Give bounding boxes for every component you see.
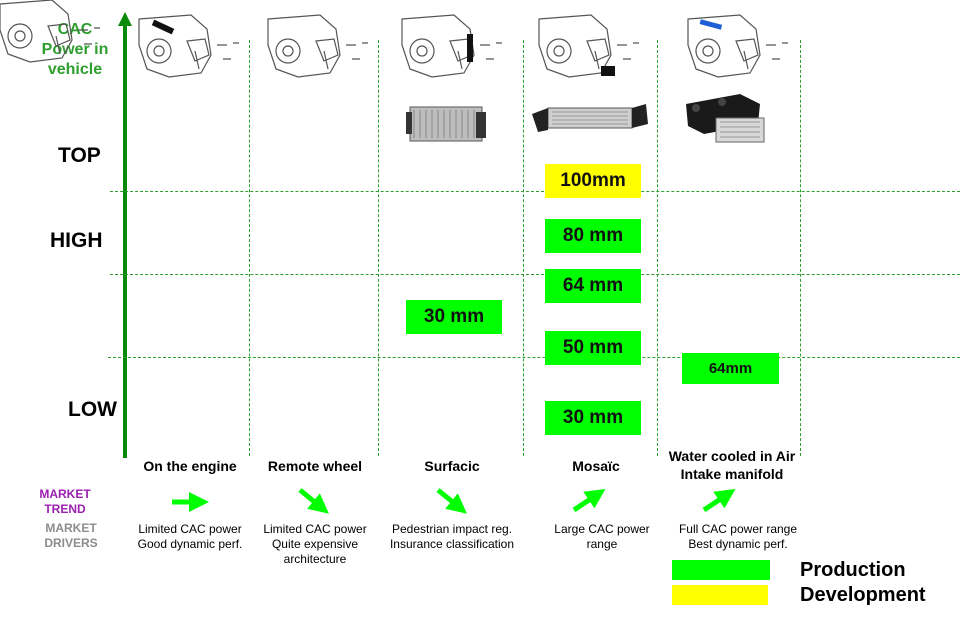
legend-label-production: Production bbox=[800, 559, 906, 581]
driver-line: Pedestrian impact reg. bbox=[391, 522, 513, 536]
driver-line: Full CAC power range bbox=[678, 522, 798, 536]
driver-line: Large CAC power bbox=[554, 522, 650, 536]
category-label-water-cooled: Water cooled in Air Intake manifold bbox=[652, 447, 812, 483]
drivers-water-cooled: Full CAC power range Best dynamic perf. bbox=[664, 522, 812, 552]
level-divider bbox=[110, 191, 960, 192]
trend-arrow-up-icon bbox=[702, 489, 736, 513]
market-trend-label: MARKET TREND bbox=[30, 487, 100, 517]
driver-line: range bbox=[586, 537, 618, 551]
driver-line: Limited CAC power bbox=[263, 522, 367, 536]
driver-line: Quite expensive bbox=[271, 537, 359, 551]
category-label-line: Intake manifold bbox=[680, 466, 784, 482]
dimension-box-mosaic-64mm: 64 mm bbox=[545, 269, 641, 303]
category-label-remote-wheel: Remote wheel bbox=[267, 458, 363, 474]
level-high: HIGH bbox=[50, 229, 103, 252]
trend-arrow-up-icon bbox=[572, 489, 606, 513]
y-axis-title-line: vehicle bbox=[47, 61, 103, 78]
column-divider bbox=[800, 40, 801, 456]
dimension-box-mosaic-50mm: 50 mm bbox=[545, 331, 641, 365]
surfacic-cooler-icon bbox=[406, 106, 486, 142]
category-label-line: Water cooled in Air bbox=[668, 448, 796, 464]
level-divider bbox=[108, 357, 960, 358]
column-divider bbox=[523, 40, 524, 456]
dimension-box-manifold-64mm: 64mm bbox=[682, 353, 779, 384]
driver-line: architecture bbox=[283, 552, 347, 566]
drivers-on-engine: Limited CAC power Good dynamic perf. bbox=[128, 522, 252, 552]
legend-label-development: Development bbox=[800, 584, 926, 606]
column-divider bbox=[657, 40, 658, 456]
column-divider bbox=[249, 40, 250, 456]
driver-line: Good dynamic perf. bbox=[137, 537, 243, 551]
mosaic-cooler-icon bbox=[532, 104, 648, 132]
market-drivers-label-line: DRIVERS bbox=[44, 536, 98, 550]
driver-line: Limited CAC power bbox=[138, 522, 242, 536]
drivers-mosaic: Large CAC power range bbox=[540, 522, 664, 552]
market-drivers-label-line: MARKET bbox=[45, 521, 97, 535]
dimension-box-mosaic-100mm: 100mm bbox=[545, 164, 641, 198]
column-divider bbox=[378, 40, 379, 456]
drivers-surfacic: Pedestrian impact reg. Insurance classif… bbox=[378, 522, 526, 552]
level-low: LOW bbox=[68, 398, 117, 421]
legend-swatch-production bbox=[672, 560, 770, 580]
trend-arrow-down-icon bbox=[436, 488, 467, 514]
level-divider bbox=[110, 274, 960, 275]
market-trend-label-line: TREND bbox=[44, 502, 86, 516]
legend-swatch-development bbox=[672, 585, 768, 605]
driver-line: Insurance classification bbox=[389, 537, 515, 551]
category-label-surfacic: Surfacic bbox=[424, 458, 480, 474]
driver-line: Best dynamic perf. bbox=[688, 537, 788, 551]
trend-arrow-down-icon bbox=[298, 488, 329, 514]
drivers-remote-wheel: Limited CAC power Quite expensive archit… bbox=[252, 522, 378, 567]
level-top: TOP bbox=[58, 144, 101, 167]
intake-manifold-icon bbox=[686, 94, 765, 143]
dimension-box-mosaic-80mm: 80 mm bbox=[545, 219, 641, 253]
market-trend-label-line: MARKET bbox=[39, 487, 91, 501]
dimension-box-mosaic-30mm: 30 mm bbox=[545, 401, 641, 435]
dimension-box-surfacic-30mm: 30 mm bbox=[406, 300, 502, 334]
category-label-on-engine: On the engine bbox=[143, 458, 237, 474]
category-label-mosaic: Mosaïc bbox=[572, 458, 620, 474]
market-drivers-label: MARKET DRIVERS bbox=[36, 521, 106, 551]
